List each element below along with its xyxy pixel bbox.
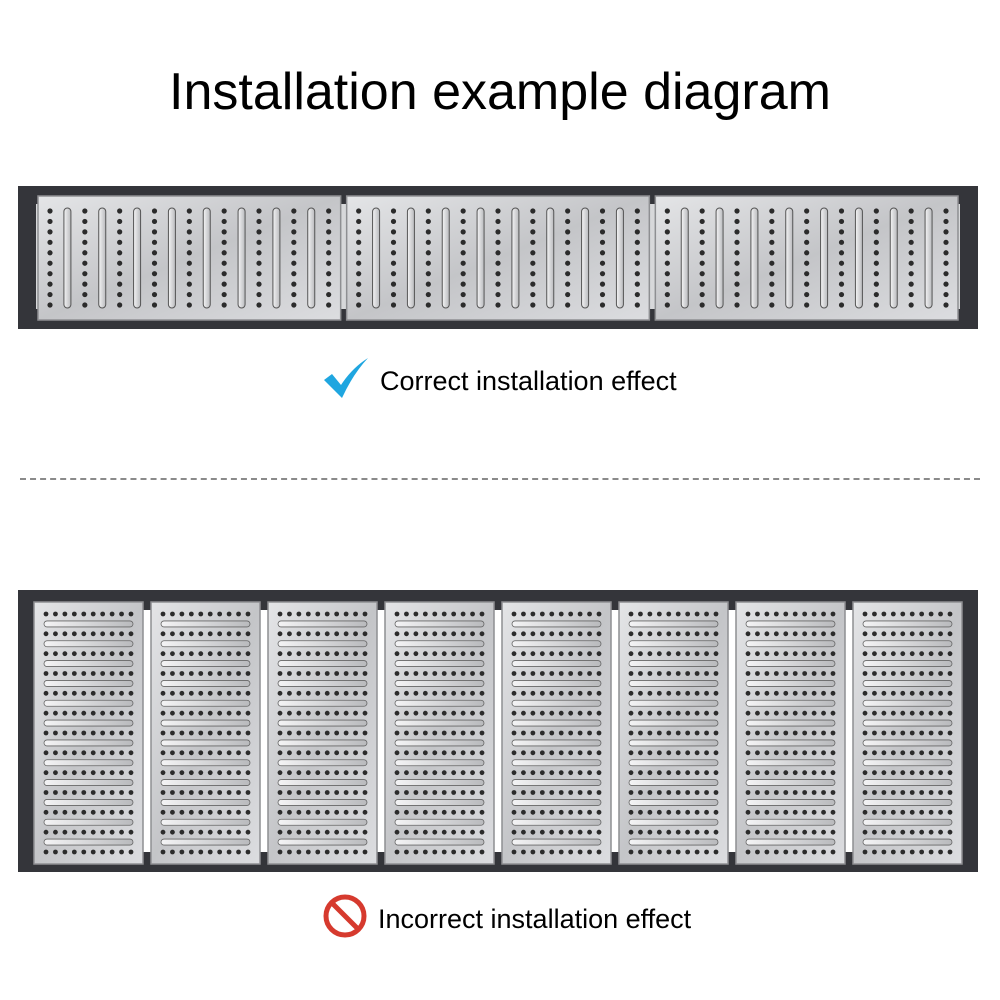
incorrect-caption-text: Incorrect installation effect [378,904,692,934]
incorrect-caption: Incorrect installation effect [322,893,691,946]
correct-grates [37,195,959,321]
grate-correct [345,195,651,321]
grate-correct [37,195,342,321]
grate-incorrect [852,601,963,865]
grate-incorrect [267,601,378,865]
grate-incorrect [384,601,495,865]
grate-incorrect [501,601,612,865]
grate-correct [654,195,959,321]
prohibited-icon [322,893,368,946]
page-title: Installation example diagram [169,63,831,121]
grate-incorrect [618,601,729,865]
grate-incorrect [150,601,261,865]
grate-incorrect [735,601,846,865]
grate-incorrect [33,601,144,865]
section-divider [20,478,980,480]
correct-caption: Correct installation effect [322,356,677,407]
checkmark-icon [322,356,370,407]
correct-caption-text: Correct installation effect [380,366,677,396]
incorrect-grates [33,601,963,865]
